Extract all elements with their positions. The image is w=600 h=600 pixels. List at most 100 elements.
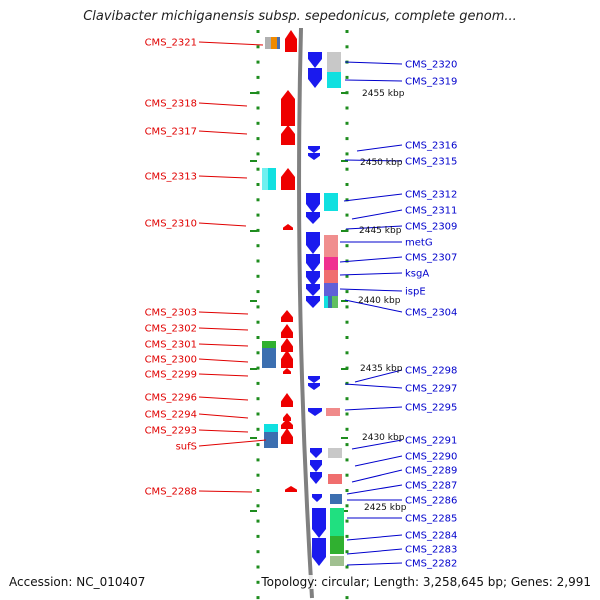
guide-dot [345,381,349,385]
guide-dot [256,75,260,79]
leader-line [351,209,403,220]
leader-line [344,406,403,411]
guide-dot [256,504,260,508]
guide-dot [256,91,260,95]
guide-dot [345,427,349,431]
reverse-gene-arrow [306,284,320,296]
gene-label-left: CMS_2299 [145,370,197,381]
gene-label-left: CMS_2303 [145,308,197,319]
guide-dot [345,534,349,538]
scale-tick [250,368,257,370]
forward-gene-arrow [281,125,295,145]
forward-gene-arrow [281,168,295,190]
guide-dot [256,183,260,186]
guide-dot [256,167,260,171]
guide-dot [345,550,349,554]
leader-line [198,327,249,331]
guide-dot [345,121,349,125]
gene-label-right: CMS_2286 [405,496,457,507]
gene-label-right: CMS_2282 [405,559,457,570]
feature-box [330,494,342,504]
reverse-gene-arrow [308,153,320,160]
feature-box [264,424,278,432]
forward-gene-arrow [285,40,297,52]
leader-line [198,343,249,347]
scale-tick [250,510,257,512]
guide-dot [256,519,260,523]
feature-box [330,556,344,566]
forward-gene-arrow [281,428,293,444]
gene-label-right: CMS_2283 [405,545,457,556]
feature-box [324,296,328,308]
leader-line [351,469,403,483]
guide-dot [256,412,260,416]
leader-line [346,484,403,495]
leader-line [198,373,249,377]
reverse-gene-arrow [306,271,320,286]
reverse-gene-arrow [312,494,322,502]
guide-dot [345,443,349,447]
leader-line [198,130,248,135]
feature-box [330,508,344,536]
leader-line [346,562,403,566]
reverse-gene-arrow [312,508,326,538]
genome-backbone [297,27,314,599]
reverse-gene-arrow [310,448,322,458]
gene-label-left: CMS_2293 [145,426,197,437]
reverse-gene-arrow [308,376,320,383]
leader-line [344,299,403,313]
feature-box [324,257,338,270]
guide-dot [256,152,260,156]
guide-dot [345,244,349,248]
guide-dot [345,305,349,309]
genome-summary-text: Topology: circular; Length: 3,258,645 bp… [261,575,591,589]
gene-label-right: CMS_2311 [405,206,457,217]
leader-line [344,383,403,389]
feature-box [328,474,342,484]
leader-line [343,193,403,202]
reverse-gene-arrow [308,146,320,153]
scale-label: 2440 kbp [358,296,401,306]
feature-box [332,296,338,308]
forward-gene-arrow [281,350,293,368]
guide-dot [256,596,260,600]
leader-line [198,311,249,315]
feature-box [330,536,344,554]
guide-dot [256,366,260,370]
guide-dot [345,596,349,600]
accession-text: Accession: NC_010407 [9,575,146,589]
gene-label-right: CMS_2285 [405,514,457,525]
gene-label-left: CMS_2294 [145,410,197,421]
guide-dot [256,427,260,431]
forward-gene-arrow [283,224,293,230]
guide-dot [345,351,349,355]
guide-dot [256,198,260,202]
feature-box [271,37,277,49]
guide-dot [256,443,260,447]
forward-gene-arrow [283,413,291,421]
leader-line [198,396,249,401]
guide-dot [345,519,349,523]
forward-gene-arrow [281,90,295,126]
forward-gene-arrow [281,393,293,407]
gene-label-right: CMS_2312 [405,190,457,201]
guide-dot [256,290,260,294]
leader-line [198,490,253,493]
guide-dot [345,106,349,110]
reverse-gene-arrow [306,296,320,308]
feature-box [262,168,268,190]
leader-line [339,256,403,263]
gene-label-right: CMS_2304 [405,308,457,319]
gene-label-right: CMS_2307 [405,253,457,264]
guide-dot [256,473,260,477]
reverse-gene-arrow [306,232,320,254]
leader-line [198,439,267,447]
guide-dot [345,458,349,462]
guide-dot [345,75,349,79]
reverse-gene-arrow [310,472,322,484]
leader-line [356,144,403,152]
leader-line [339,272,403,276]
gene-label-left: CMS_2310 [145,219,197,230]
scale-tick [341,160,348,162]
